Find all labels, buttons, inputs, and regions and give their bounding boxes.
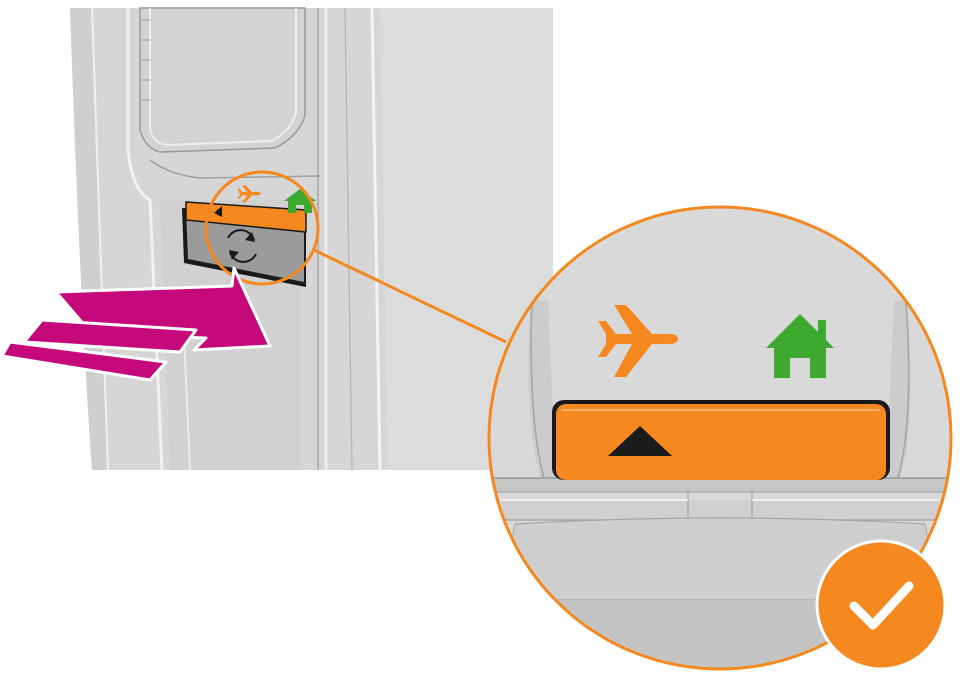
airplane-icon [598,305,678,377]
push-arrow-icon [0,266,272,382]
rotate-arrows-icon [227,229,257,263]
mode-switch [552,400,890,480]
switch-indicator-triangle [608,426,672,456]
magnified-detail [487,205,953,671]
focus-circle [204,170,320,286]
airplane-icon-small [237,185,261,203]
callout-connector [313,248,507,344]
device-switch [182,170,320,287]
checkmark-icon [815,539,947,671]
device-body [70,7,553,471]
house-icon [766,314,834,378]
